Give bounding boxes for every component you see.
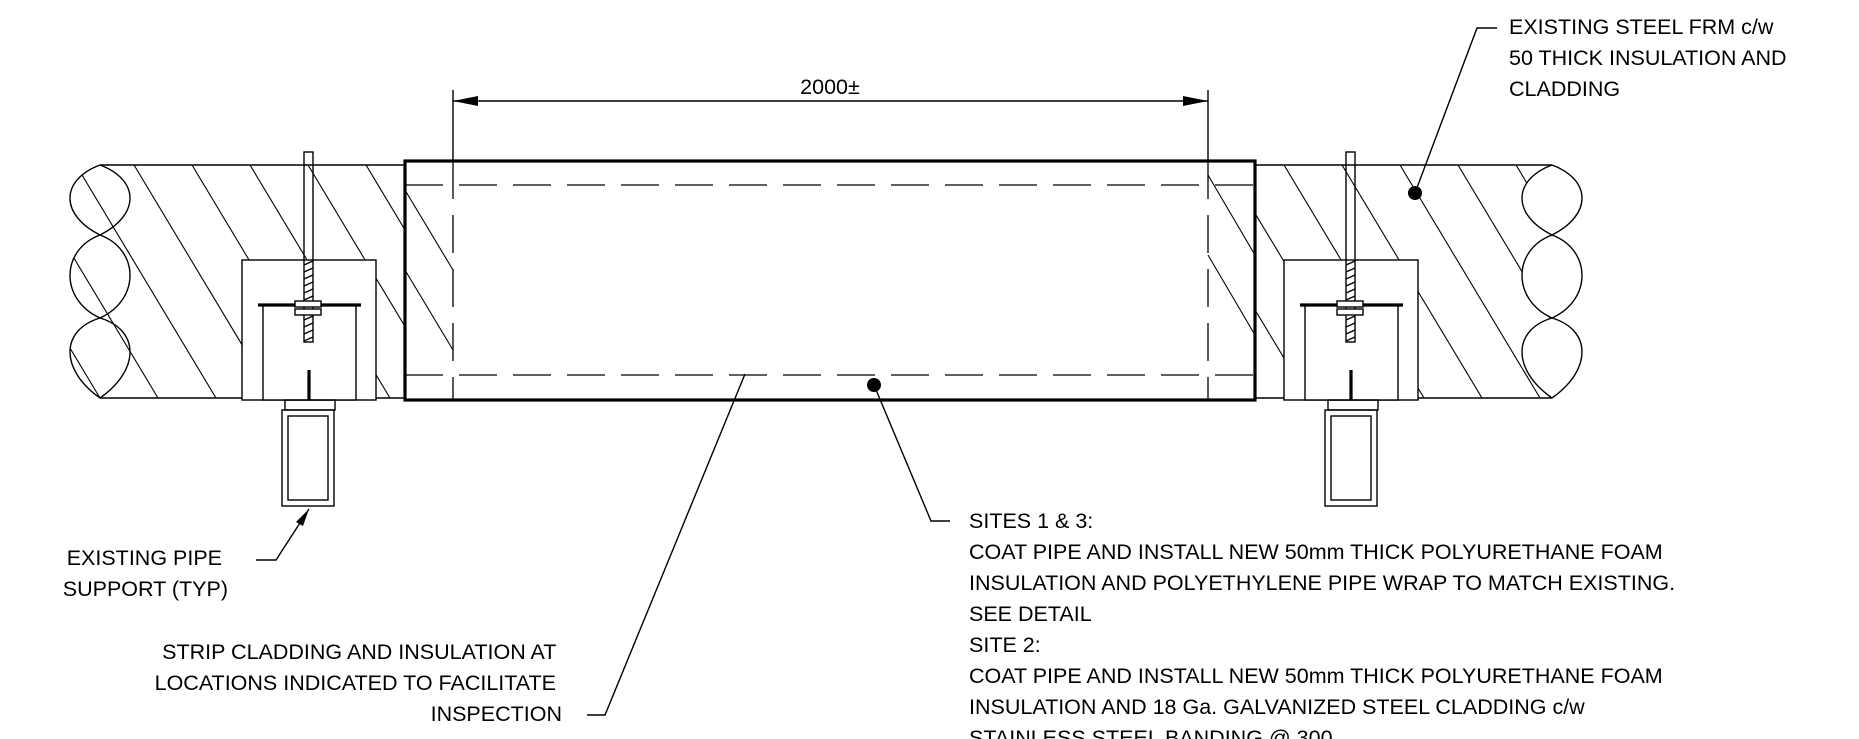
label-sites-note: SITES 1 & 3: COAT PIPE AND INSTALL NEW 5… [969,509,1681,739]
label-line: SITES 1 & 3: [969,509,1093,533]
hatch-line [70,165,101,398]
label-line: INSULATION AND 18 Ga. GALVANIZED STEEL C… [969,695,1585,719]
hatch-line [1457,165,1552,398]
hatch-line [1207,254,1256,336]
hatch-line [404,269,454,351]
hatch-line [70,165,159,398]
label-line: COAT PIPE AND INSTALL NEW 50mm THICK POL… [969,540,1663,564]
label-line: EXISTING STEEL FRM c/w [1509,15,1774,39]
hatch-line [75,165,217,398]
label-line: SEE DETAIL [969,602,1092,626]
dimension-arrow-right-icon [1183,96,1208,106]
label-existing-frame: EXISTING STEEL FRM c/w 50 THICK INSULATI… [1509,15,1793,101]
label-line: STRIP CLADDING AND INSULATION AT [162,640,556,664]
stripped-pipe-section [403,159,1257,402]
right-pipe-support [1283,151,1419,507]
label-line: COAT PIPE AND INSTALL NEW 50mm THICK POL… [969,664,1663,688]
leader-sites-note [867,378,950,522]
hatch-line [1399,165,1541,398]
label-line: LOCATIONS INDICATED TO FACILITATE [155,671,556,695]
hatch-line [365,165,405,398]
label-line: SUPPORT (TYP) [63,577,228,601]
label-line: INSPECTION [431,702,562,726]
dimension-2000: 2000± [452,75,1209,160]
label-line: CLADDING [1509,77,1620,101]
label-line: INSULATION AND POLYETHYLENE PIPE WRAP TO… [969,571,1675,595]
label-line: SITE 2: [969,633,1041,657]
hatch-line [1207,174,1256,256]
label-line: STAINLESS STEEL BANDING @ 300 [969,726,1333,739]
leader-arrow-icon [296,509,309,526]
label-line: EXISTING PIPE [67,546,222,570]
label-strip-cladding: STRIP CLADDING AND INSULATION AT LOCATIO… [155,640,562,726]
leader-existing-frame [1408,27,1497,200]
label-line: 50 THICK INSULATION AND [1509,46,1787,70]
leader-dot-icon [867,378,881,392]
label-existing-support: EXISTING PIPE SUPPORT (TYP) [63,546,228,601]
hatch-line [307,165,405,398]
hatch-line [1110,165,1250,398]
dimension-text: 2000± [800,75,860,99]
leader-dot-icon [1408,186,1422,200]
leader-existing-support [256,508,310,561]
left-pipe-support [241,151,377,507]
leader-strip-cladding [587,373,746,716]
hatch-line [1515,165,1552,398]
dimension-arrow-left-icon [453,96,478,106]
hatch-line [404,189,454,271]
